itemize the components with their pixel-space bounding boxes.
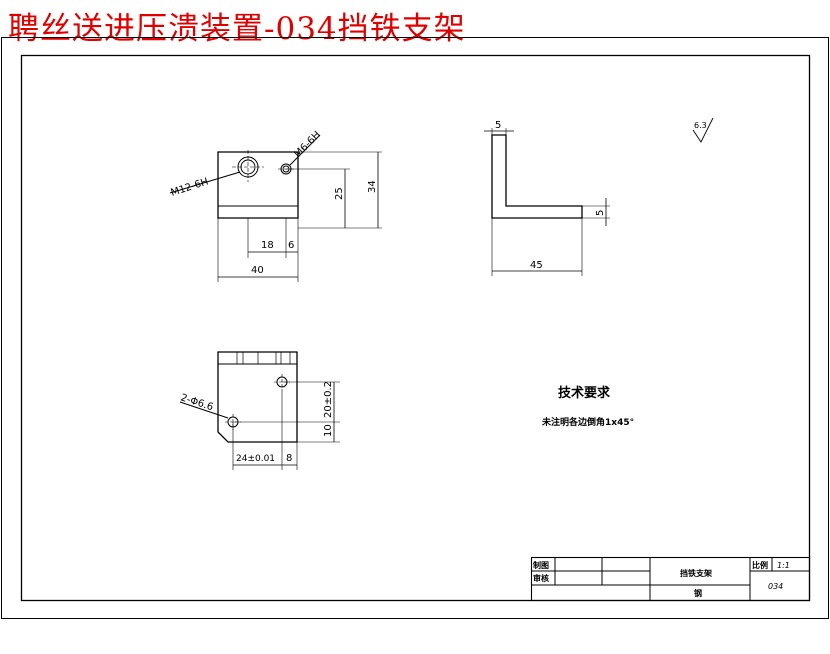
dim-24: 24±0.01 (236, 454, 275, 464)
thread-label-m12: M12-6H (170, 176, 210, 198)
roughness-value: 6.3 (694, 121, 707, 130)
side-view (484, 117, 714, 276)
dim-side-top: 5 (495, 120, 501, 131)
sheet-outer-border (1, 37, 829, 619)
dim-10: 10 (323, 424, 334, 437)
watermark-title: 聘丝送进压溃装置-034挡铁支架 (8, 11, 466, 47)
title-block-drawing-no: 034 (768, 582, 783, 591)
title-block-part-name: 挡铁支架 (680, 568, 712, 578)
dim-side-right: 5 (595, 210, 606, 216)
title-block-scale-label: 比例 (752, 560, 768, 570)
dim-20: 20±0.2 (323, 381, 334, 418)
title-block-material: 钢 (694, 588, 702, 598)
dim-25: 25 (334, 187, 345, 200)
dim-8: 8 (286, 453, 292, 464)
title-block-drawn-label: 制图 (533, 560, 549, 570)
dim-side-bottom: 45 (530, 260, 543, 271)
title-block-checked-label: 审核 (533, 573, 549, 583)
sheet-inner-border (20, 54, 811, 602)
notes-line-1: 未注明各边倒角1x45° (541, 416, 634, 428)
dim-34: 34 (367, 180, 378, 193)
front-view (169, 134, 382, 282)
thread-label-m6: M6-6H (292, 129, 323, 160)
title-block-scale-value: 1:1 (777, 561, 790, 570)
holes-label: 2-Φ6.6 (179, 392, 214, 413)
title-block (530, 556, 811, 602)
bottom-view (179, 351, 340, 470)
dim-40: 40 (251, 265, 264, 276)
notes-title: 技术要求 (558, 385, 611, 401)
dim-18: 18 (261, 240, 274, 251)
dim-6: 6 (288, 240, 294, 251)
